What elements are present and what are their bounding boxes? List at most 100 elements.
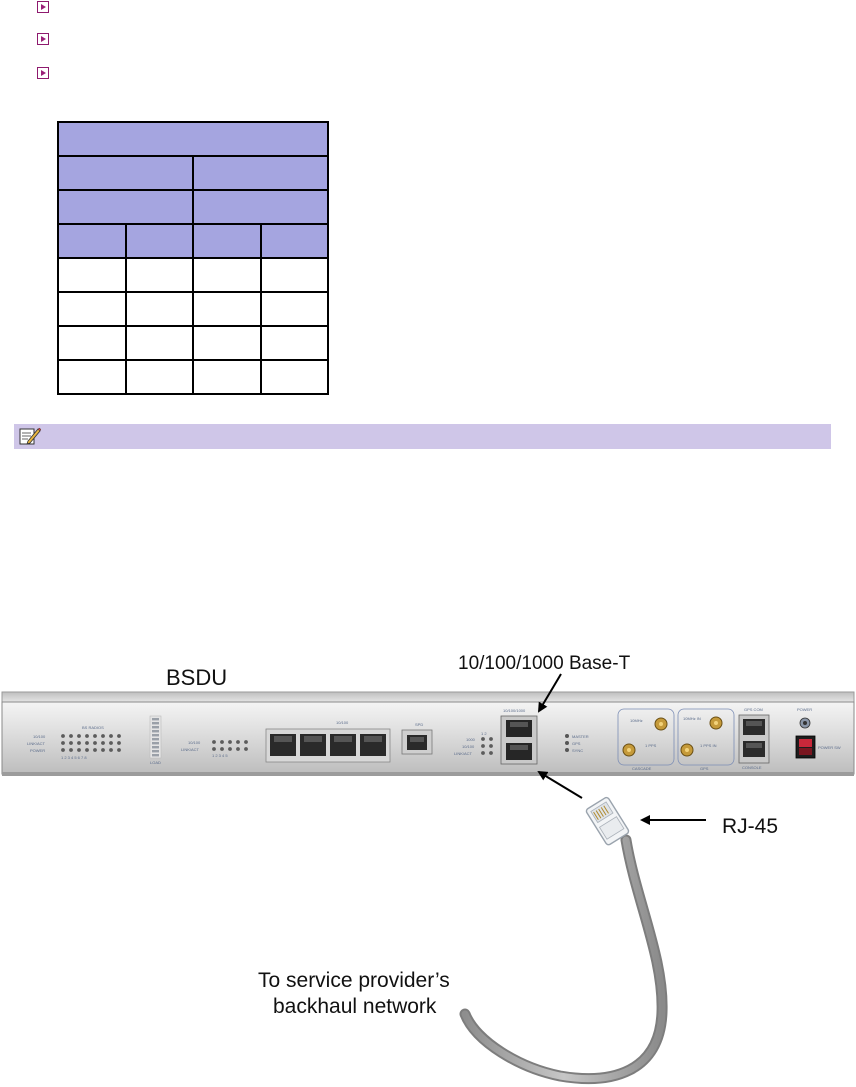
gbe-row-label-1: 1000	[466, 737, 476, 742]
switch-numbers: 1 2 3 4 5	[212, 753, 228, 758]
gps-1pps-label: 1 PPS IN	[700, 743, 717, 748]
load-segment	[152, 718, 159, 721]
table-header-cell	[57, 189, 194, 225]
spd-label: SPD	[415, 722, 423, 727]
load-segment	[152, 746, 159, 749]
table-row	[57, 257, 329, 293]
switch-led	[244, 747, 248, 751]
spd-port	[401, 729, 433, 755]
table-cell	[57, 359, 127, 395]
gbe-led	[489, 751, 493, 755]
master-label: MASTER	[572, 734, 589, 739]
gbe-led-labels: 1 2 1000 10/100 LINK/ACT	[454, 731, 487, 756]
radio-led	[85, 748, 89, 752]
gbe-led	[481, 744, 485, 748]
switch-led	[228, 747, 232, 751]
switch-led	[236, 740, 240, 744]
load-segment	[152, 754, 159, 757]
note-pencil-icon	[19, 427, 41, 445]
switch-led	[236, 747, 240, 751]
table-row	[57, 121, 329, 157]
table-row	[57, 325, 329, 361]
gps-group: 10MHz IN 1 PPS IN GPS	[677, 708, 735, 771]
table-cell	[57, 325, 127, 361]
bullet-marker-1	[37, 1, 49, 13]
gbe-led	[489, 744, 493, 748]
table-header-cell	[124, 223, 194, 259]
radio-led	[109, 748, 113, 752]
chassis-bottom-edge	[2, 772, 854, 776]
radio-led	[93, 748, 97, 752]
table-cell	[124, 291, 194, 327]
radio-led	[77, 748, 81, 752]
port-type-arrow	[537, 673, 562, 713]
radio-led	[77, 734, 81, 738]
gbe-row-label-2: 10/100	[462, 744, 475, 749]
connector-to-port-arrow	[537, 770, 583, 799]
gps-com-label: GPS COM	[744, 707, 763, 712]
gbe-numbers: 1 2	[481, 731, 487, 736]
radio-led	[109, 741, 113, 745]
radio-led	[117, 748, 121, 752]
radio-led	[61, 734, 65, 738]
radio-row-label-3: POWER	[30, 748, 45, 753]
switch-row-label-1: 10/100	[188, 740, 201, 745]
table-cell	[124, 325, 194, 361]
gbe-led	[481, 751, 485, 755]
switch-port-latch	[304, 736, 322, 742]
load-segment	[152, 726, 159, 729]
table-cell	[259, 325, 329, 361]
console-label: CONSOLE	[742, 765, 762, 770]
radio-row-label-2: LINK/ACT	[27, 741, 46, 746]
gbe-led	[481, 737, 485, 741]
note-bar	[14, 424, 831, 449]
switch-led	[220, 747, 224, 751]
switch-led	[220, 740, 224, 744]
table-row	[57, 155, 329, 191]
gbe-row-label-3: LINK/ACT	[454, 751, 473, 756]
table-row	[57, 189, 329, 225]
radio-numbers: 1 2 3 4 5 6 7 8	[61, 755, 87, 760]
cascade-10mhz-label: 10MHz	[630, 718, 643, 723]
table-header-cell	[259, 223, 329, 259]
status-leds: MASTER GPS SYNC	[565, 734, 589, 753]
table-cell	[192, 257, 262, 293]
load-segment	[152, 742, 159, 745]
gps-com-console-ports	[738, 714, 770, 764]
switch-led	[212, 740, 216, 744]
bs-radios-leds	[61, 734, 121, 752]
load-segment	[152, 730, 159, 733]
power-indicator	[799, 717, 811, 729]
bs-radios-title: BS RADIOS	[82, 725, 104, 730]
switch-leds	[212, 740, 248, 751]
switch-led-labels: 10/100 LINK/ACT 1 2 3 4 5	[181, 740, 228, 758]
table-header-cell	[57, 121, 329, 157]
rj45-label: RJ-45	[722, 815, 778, 838]
radio-led	[61, 748, 65, 752]
bsdu-figure: BSDU 10/100/1000 Base-T BS RADIOS 10/100…	[1, 653, 855, 1085]
load-indicator: LOAD	[149, 715, 162, 765]
power-switch-label: POWER SW	[818, 745, 841, 750]
table-cell	[124, 257, 194, 293]
table-cell	[259, 359, 329, 395]
cascade-group: 10MHz 1 PPS CASCADE	[617, 708, 675, 771]
load-segment	[152, 738, 159, 741]
gps-group-label: GPS	[700, 766, 709, 771]
chassis-top-edge	[1, 691, 855, 704]
spec-table	[57, 121, 329, 395]
gbe-led	[489, 737, 493, 741]
load-segment	[152, 722, 159, 725]
load-label: LOAD	[150, 760, 161, 765]
gps-led-label: GPS	[572, 741, 581, 746]
table-header-cell	[192, 189, 329, 225]
bullet-marker-3	[37, 67, 49, 79]
radio-led	[93, 741, 97, 745]
switch-port-latch	[274, 736, 292, 742]
table-cell	[124, 359, 194, 395]
radio-led	[85, 734, 89, 738]
table-cell	[57, 257, 127, 293]
gbe-port-stack	[500, 715, 538, 765]
switch-led	[212, 747, 216, 751]
table-header-cell	[57, 155, 194, 191]
load-segment	[152, 734, 159, 737]
